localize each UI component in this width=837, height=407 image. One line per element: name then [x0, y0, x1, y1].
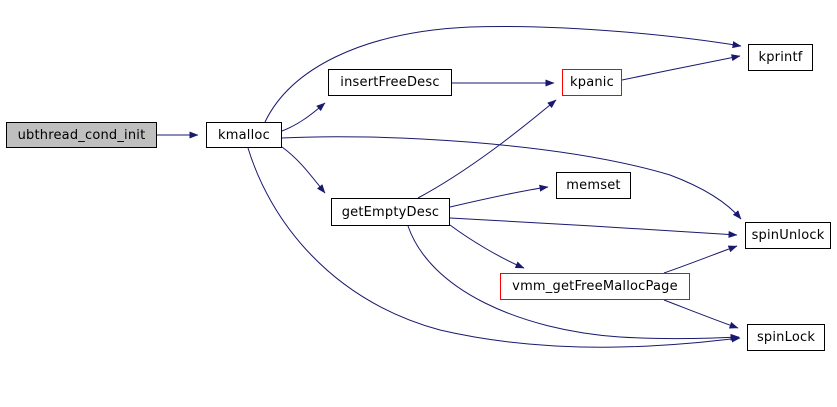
node-insertFreeDesc[interactable]: insertFreeDesc: [328, 69, 452, 96]
node-label-kpanic: kpanic: [570, 75, 614, 90]
node-label-kmalloc: kmalloc: [218, 127, 270, 143]
edge-getEmptyDesc-to-kpanic: [417, 99, 557, 199]
edge-vmm_getFreeMallocPage-to-spinUnlock: [663, 245, 738, 274]
node-spinUnlock[interactable]: spinUnlock: [745, 222, 831, 249]
node-spinLock[interactable]: spinLock: [747, 324, 825, 351]
node-label-getEmptyDesc: getEmptyDesc: [341, 204, 440, 220]
edge-getEmptyDesc-to-spinLock: [407, 225, 740, 341]
node-label-ubthread_cond_init: ubthread_cond_init: [17, 127, 146, 143]
edge-getEmptyDesc-to-memset: [449, 184, 549, 208]
node-label-spinLock: spinLock: [756, 330, 816, 345]
edge-vmm_getFreeMallocPage-to-spinLock: [663, 299, 739, 329]
edge-getEmptyDesc-to-vmm_getFreeMallocPage: [449, 224, 525, 269]
edge-kpanic-to-kprintf: [621, 54, 741, 81]
node-getEmptyDesc[interactable]: getEmptyDesc: [331, 198, 450, 226]
node-ubthread_cond_init[interactable]: ubthread_cond_init: [6, 122, 157, 148]
node-kpanic[interactable]: kpanic: [562, 69, 622, 96]
node-vmm_getFreeMallocPage[interactable]: vmm_getFreeMallocPage: [500, 273, 690, 300]
edge-kmalloc-to-getEmptyDesc: [281, 146, 326, 194]
edge-kmalloc-to-insertFreeDesc: [281, 102, 326, 132]
node-label-spinUnlock: spinUnlock: [751, 228, 825, 243]
node-label-insertFreeDesc: insertFreeDesc: [340, 75, 440, 90]
node-kmalloc[interactable]: kmalloc: [206, 122, 282, 148]
edges-group: [157, 26, 742, 348]
node-label-kprintf: kprintf: [758, 50, 803, 65]
edge-kmalloc-to-spinUnlock: [281, 136, 742, 220]
node-label-memset: memset: [566, 178, 621, 193]
edge-getEmptyDesc-to-spinUnlock: [449, 217, 738, 238]
node-memset[interactable]: memset: [556, 172, 631, 199]
node-kprintf[interactable]: kprintf: [748, 44, 813, 71]
edge-kmalloc-to-spinLock: [247, 147, 741, 348]
edge-kmalloc-to-kprintf: [264, 26, 742, 123]
node-label-vmm_getFreeMallocPage: vmm_getFreeMallocPage: [512, 279, 678, 294]
